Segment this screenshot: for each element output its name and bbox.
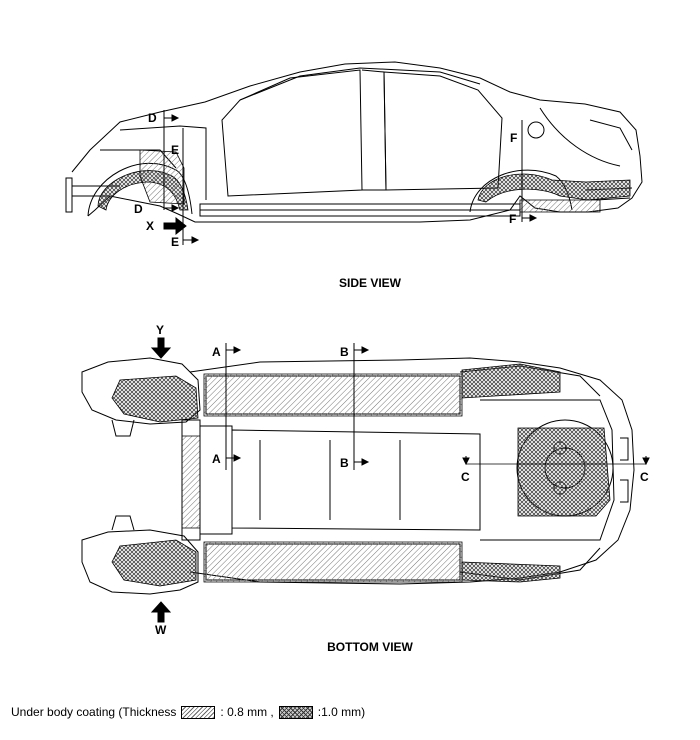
side-coating-front-panel [139, 149, 185, 205]
marker-y: Y [156, 323, 164, 337]
side-view-drawing [65, 61, 643, 223]
marker-f-top: F [510, 131, 517, 145]
bottom-section-markers [150, 337, 650, 623]
coating-legend: Under body coating (Thickness : 0.8 mm ,… [11, 705, 365, 719]
bottom-coating-sill-upper [203, 373, 463, 417]
marker-d-bottom: D [134, 202, 143, 216]
marker-d-top: D [148, 111, 157, 125]
marker-b-bottom: B [340, 456, 349, 470]
legend-light-value: : 0.8 mm , [220, 705, 274, 719]
side-section-markers [163, 110, 538, 245]
marker-x: X [146, 219, 154, 233]
marker-e-top: E [171, 143, 179, 157]
side-coating-rear-lower [519, 199, 601, 213]
side-view-title: SIDE VIEW [338, 276, 401, 290]
side-marker-labels: D E D X E F F [134, 111, 517, 249]
side-coating-rear-arch [477, 173, 631, 203]
bottom-view-title: BOTTOM VIEW [327, 640, 413, 654]
bottom-coating-sill-lower [203, 541, 463, 583]
marker-b-top: B [340, 345, 349, 359]
bottom-coating-front-lower [111, 539, 197, 587]
marker-f-bottom: F [509, 212, 516, 226]
bottom-coating-front-center [181, 435, 201, 529]
marker-w: W [155, 623, 167, 637]
marker-e-bottom: E [171, 235, 179, 249]
legend-prefix: Under body coating (Thickness [11, 705, 177, 719]
marker-c-right: C [640, 470, 649, 484]
bottom-coating-spare-well [517, 427, 611, 517]
marker-a-top: A [212, 345, 221, 359]
legend-swatch-light [181, 705, 216, 719]
bottom-marker-labels: A A B B C C Y W [155, 323, 649, 637]
marker-a-bottom: A [212, 452, 221, 466]
marker-c-left: C [461, 470, 470, 484]
bottom-coating-front-upper [111, 375, 199, 423]
bottom-coating-rear-lower [461, 561, 561, 583]
bottom-coating-rear-upper [461, 363, 561, 399]
legend-dark-value: :1.0 mm) [317, 705, 366, 719]
legend-swatch-dark [278, 705, 313, 719]
